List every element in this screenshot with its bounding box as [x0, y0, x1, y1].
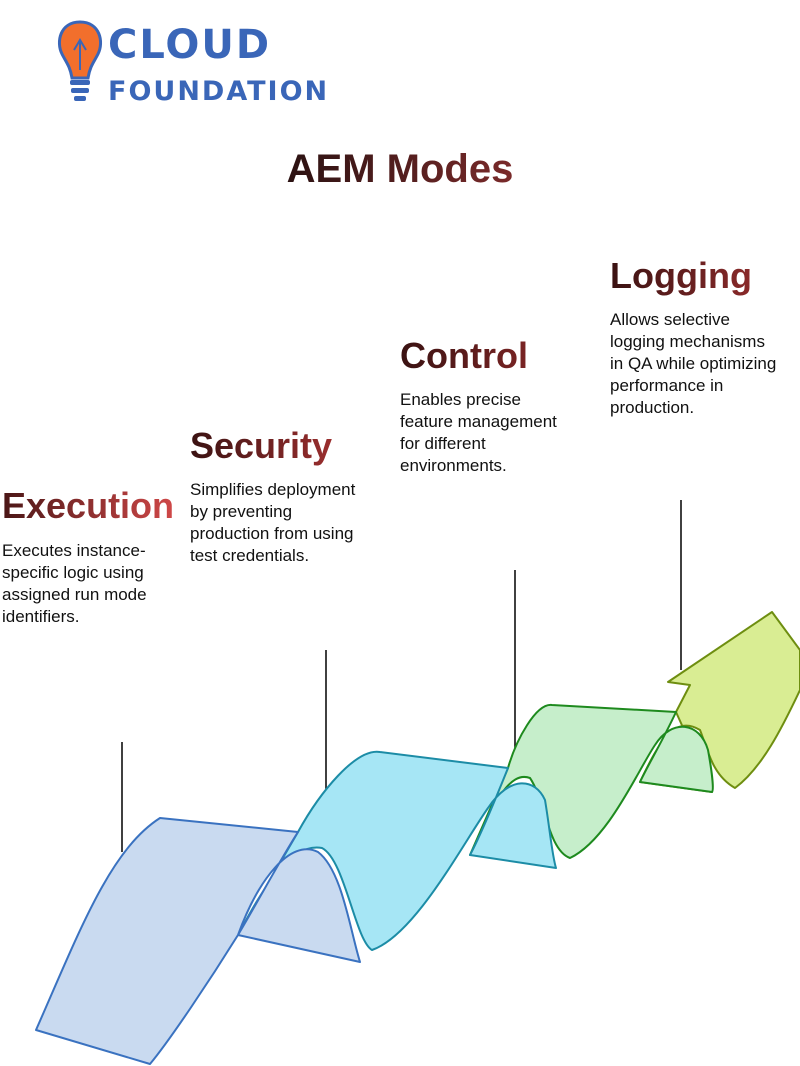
step-title-control: Control — [400, 335, 528, 376]
brand-line-1: CLOUD — [108, 22, 271, 68]
step-description-line: by preventing — [190, 502, 292, 521]
step-description-line: in QA while optimizing — [610, 354, 776, 373]
step-description-execution: Executes instance-specific logic using as… — [2, 541, 147, 626]
step-description-line: specific logic using — [2, 563, 144, 582]
step-description-line: assigned run mode — [2, 585, 147, 604]
step-description-line: production. — [610, 398, 694, 417]
step-description-line: identifiers. — [2, 607, 79, 626]
brand-line-2: FOUNDATION — [108, 76, 329, 107]
step-description-line: environments. — [400, 456, 507, 475]
step-description-line: Simplifies deployment — [190, 480, 356, 499]
step-description-line: Allows selective — [610, 310, 730, 329]
step-title-logging: Logging — [610, 255, 752, 296]
step-description-line: feature management — [400, 412, 557, 431]
brand-logo: CLOUD FOUNDATION — [59, 22, 329, 107]
step-description-line: for different — [400, 434, 486, 453]
step-title-execution: Execution — [2, 485, 174, 526]
page-title: AEM Modes — [287, 147, 514, 191]
step-description-line: production from using — [190, 524, 353, 543]
step-title-security: Security — [190, 425, 332, 466]
step-description-line: performance in — [610, 376, 723, 395]
step-description-control: Enables precise feature management for dif… — [400, 390, 557, 475]
step-description-line: Executes instance- — [2, 541, 146, 560]
lightbulb-icon — [59, 22, 100, 101]
step-description-line: test credentials. — [190, 546, 309, 565]
step-description-line: Enables precise — [400, 390, 521, 409]
step-description-line: logging mechanisms — [610, 332, 765, 351]
step-description-security: Simplifies deployment by preventing produc… — [190, 480, 356, 565]
ribbon-arrow-graphic — [36, 612, 800, 1064]
ribbon-segment-execution — [36, 818, 360, 1064]
step-description-logging: Allows selective logging mechanisms in QA … — [610, 310, 776, 417]
